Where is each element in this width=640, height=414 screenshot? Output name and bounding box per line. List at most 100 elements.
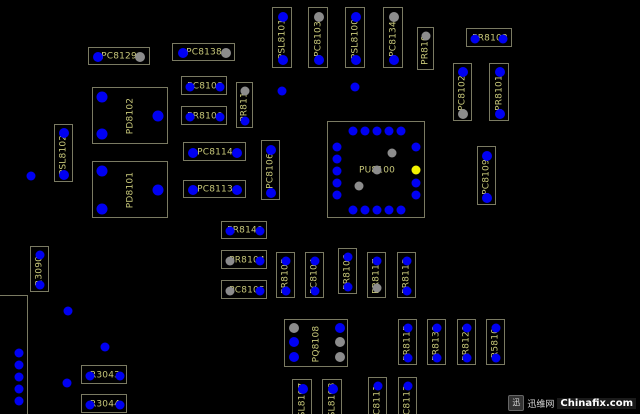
pad[interactable] — [396, 205, 406, 215]
pad[interactable] — [343, 252, 353, 262]
component-pu8100[interactable]: PU8100 — [327, 121, 425, 218]
pad[interactable] — [185, 112, 195, 122]
pad[interactable] — [93, 52, 103, 62]
pad[interactable] — [35, 250, 45, 260]
via[interactable] — [350, 82, 360, 92]
component-pr8115[interactable]: PR8115 — [398, 319, 417, 365]
pad[interactable] — [178, 48, 188, 58]
pad[interactable] — [188, 148, 198, 158]
pad[interactable] — [384, 126, 394, 136]
pad[interactable] — [335, 337, 345, 347]
pad[interactable] — [14, 348, 24, 358]
component-pc8108[interactable]: PC8108 — [181, 76, 227, 95]
pad[interactable] — [328, 384, 338, 394]
pad[interactable] — [215, 82, 225, 92]
pad[interactable] — [351, 55, 361, 65]
component-pd8102[interactable]: PD8102 — [92, 87, 168, 144]
pad[interactable] — [411, 142, 421, 152]
pad[interactable] — [96, 165, 108, 177]
component-pc8105[interactable]: PC8105 — [221, 280, 267, 299]
component-pr8106[interactable]: PR8106 — [338, 248, 357, 294]
pad[interactable] — [335, 352, 345, 362]
pad[interactable] — [225, 226, 235, 236]
pad[interactable] — [482, 151, 492, 161]
pad[interactable] — [332, 190, 342, 200]
pad[interactable] — [402, 256, 412, 266]
pad[interactable] — [372, 256, 382, 266]
pad[interactable] — [372, 126, 382, 136]
component-psl8100[interactable]: PSL8100 — [345, 7, 365, 68]
component-psl8102[interactable]: PSL8102 — [54, 124, 73, 182]
pad[interactable] — [354, 181, 364, 191]
pad[interactable] — [14, 396, 24, 406]
pad[interactable] — [373, 381, 383, 391]
component-pc8129[interactable]: PC8129 — [88, 47, 150, 65]
pad[interactable] — [495, 67, 505, 77]
pad[interactable] — [115, 400, 125, 410]
component-pr8104[interactable]: PR8104 — [221, 250, 267, 269]
pad-selected[interactable] — [411, 165, 421, 175]
pad[interactable] — [462, 323, 472, 333]
pad[interactable] — [266, 145, 276, 155]
pad[interactable] — [281, 256, 291, 266]
component-psl8101[interactable]: PSL8101 — [272, 7, 292, 68]
pad[interactable] — [85, 371, 95, 381]
pad[interactable] — [403, 353, 413, 363]
pad[interactable] — [495, 109, 505, 119]
pad[interactable] — [372, 283, 382, 293]
pad[interactable] — [432, 353, 442, 363]
pad[interactable] — [458, 109, 468, 119]
via[interactable] — [277, 86, 287, 96]
via[interactable] — [62, 378, 72, 388]
pad[interactable] — [384, 205, 394, 215]
pad[interactable] — [332, 166, 342, 176]
pad[interactable] — [225, 256, 235, 266]
pad[interactable] — [348, 205, 358, 215]
pad[interactable] — [255, 286, 265, 296]
component-r3044[interactable]: R3044 — [81, 394, 127, 413]
pad[interactable] — [115, 371, 125, 381]
component-r5810[interactable]: R5810 — [486, 319, 505, 365]
component-pr8120[interactable]: PR8120 — [457, 319, 476, 365]
component-pc8106[interactable]: PC8106 — [261, 140, 280, 200]
pad[interactable] — [152, 184, 164, 196]
pad[interactable] — [360, 205, 370, 215]
pad[interactable] — [482, 193, 492, 203]
component-pr8105[interactable]: PR8105 — [276, 252, 295, 298]
pad[interactable] — [335, 323, 345, 333]
pad[interactable] — [332, 178, 342, 188]
component-pr8113[interactable]: PR8113 — [397, 252, 416, 298]
via[interactable] — [63, 306, 73, 316]
component-pr8140[interactable]: PR8140 — [221, 221, 267, 239]
pad[interactable] — [266, 188, 276, 198]
pad[interactable] — [232, 185, 242, 195]
pad[interactable] — [255, 226, 265, 236]
pad[interactable] — [314, 12, 324, 22]
via[interactable] — [26, 171, 36, 181]
pad[interactable] — [402, 286, 412, 296]
component-pr8139[interactable]: PR8139 — [427, 319, 446, 365]
pad[interactable] — [372, 205, 382, 215]
component-pc8114[interactable]: PC8114 — [183, 142, 246, 161]
pad[interactable] — [310, 286, 320, 296]
pad[interactable] — [372, 165, 382, 175]
pad[interactable] — [387, 148, 397, 158]
pad[interactable] — [232, 148, 242, 158]
pad[interactable] — [59, 128, 69, 138]
pad[interactable] — [403, 323, 413, 333]
pad[interactable] — [14, 372, 24, 382]
pad[interactable] — [491, 323, 501, 333]
pad[interactable] — [185, 82, 195, 92]
component-pc8103[interactable]: PC8103 — [308, 7, 328, 68]
pad[interactable] — [14, 360, 24, 370]
component-pr8117[interactable]: PR8117 — [367, 252, 386, 298]
component-psl8108[interactable]: SL8108 — [322, 379, 342, 414]
pad[interactable] — [225, 286, 235, 296]
pad[interactable] — [96, 91, 108, 103]
pad[interactable] — [281, 286, 291, 296]
component-pc8134[interactable]: PC8134 — [383, 7, 403, 68]
pad[interactable] — [96, 128, 108, 140]
component-r3090[interactable]: R3090 — [30, 246, 49, 292]
component-r3043[interactable]: R3043 — [81, 365, 127, 384]
component-psl8107[interactable]: SL8107 — [292, 379, 312, 414]
